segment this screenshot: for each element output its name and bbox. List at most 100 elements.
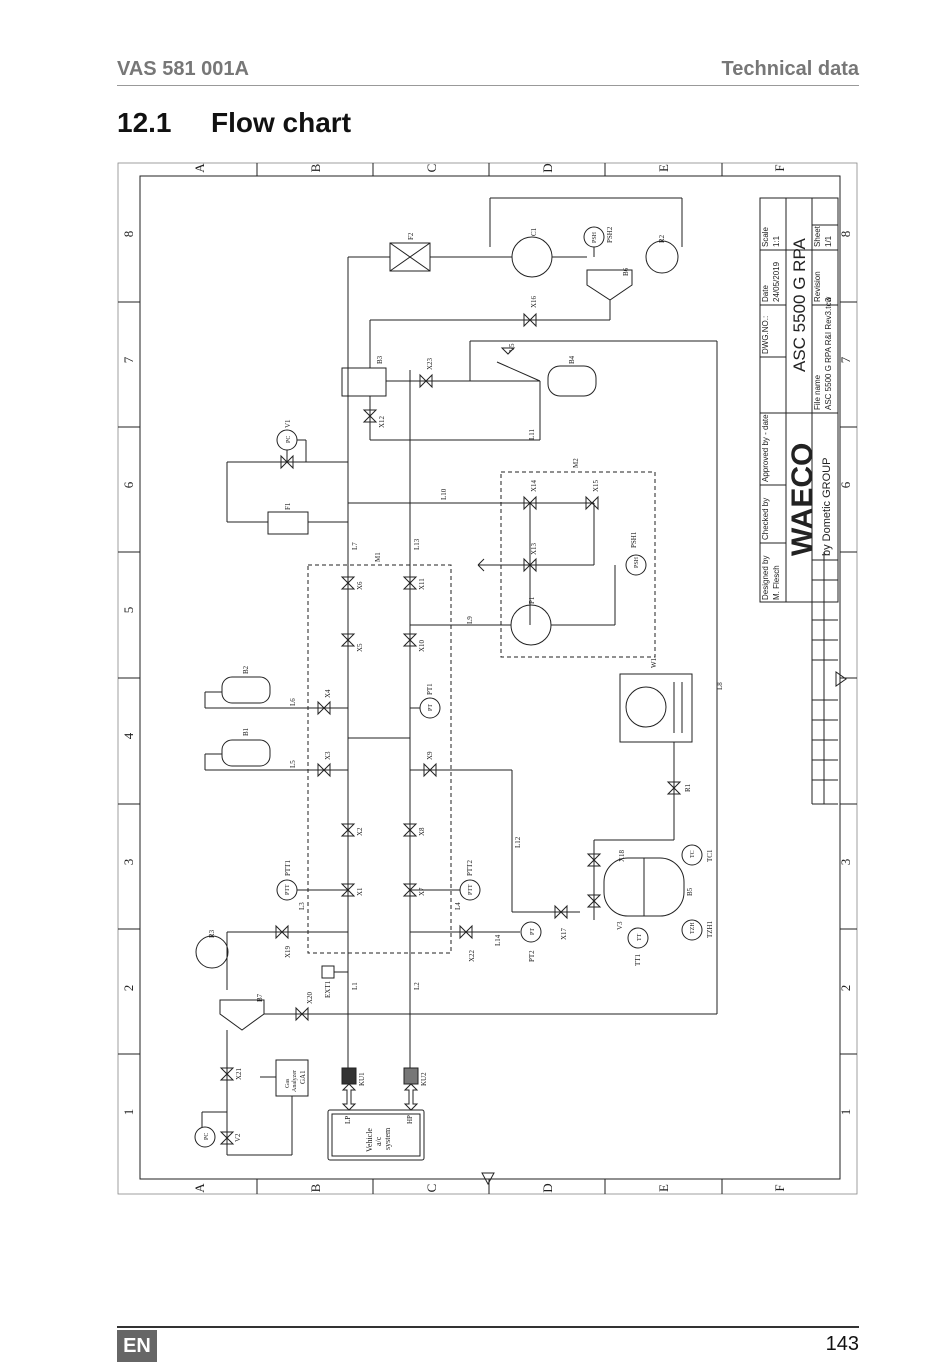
lbl-x1: X1 — [356, 887, 364, 896]
tb-scale-value: 1:1 — [772, 235, 781, 247]
c1-compressor — [511, 236, 553, 278]
b1-bottle — [221, 739, 271, 767]
lbl-b2: B2 — [242, 665, 250, 674]
grid-labels: A B C D E F A B C D E F 1 2 3 4 5 6 7 8 … — [121, 163, 853, 1193]
lbl-pt-2: PT — [530, 928, 536, 935]
grid-left-7: 7 — [121, 356, 136, 363]
lbl-tzh1: TZH1 — [706, 920, 714, 938]
grid-right-8: 8 — [838, 231, 853, 238]
lbl-l8: L8 — [716, 682, 724, 690]
lbl-tc: TC — [690, 850, 696, 858]
lbl-analyzer: Analyzer — [292, 1070, 298, 1092]
lbl-tc1: TC1 — [706, 849, 714, 862]
pc-controller-v2 — [194, 1126, 216, 1148]
lbl-ku2: KU2 — [420, 1072, 428, 1086]
lbl-v2: V2 — [234, 1133, 242, 1142]
lbl-x14: X14 — [530, 479, 538, 492]
lbl-psh1: PSH1 — [630, 531, 638, 548]
page-number: 143 — [825, 1333, 859, 1355]
lbl-p1: P1 — [528, 596, 536, 604]
ku2-coupling — [403, 1067, 419, 1085]
grid-left-1: 1 — [121, 1109, 136, 1116]
lbl-x12: X12 — [378, 415, 386, 428]
lbl-l13: L13 — [413, 538, 421, 550]
lbl-tzh: TZH — [690, 922, 696, 934]
lbl-ptt-1: PTT — [285, 884, 291, 895]
lbl-psh-2: PSH — [592, 231, 598, 243]
f1-filter — [267, 511, 309, 535]
b2-bottle — [221, 676, 271, 704]
lbl-x4: X4 — [324, 689, 332, 698]
lbl-tt: TT — [637, 933, 643, 941]
lbl-ptt2: PTT2 — [466, 860, 474, 876]
footer-rule — [117, 1326, 859, 1328]
lbl-x20: X20 — [306, 991, 314, 1004]
lbl-x3: X3 — [324, 751, 332, 760]
m1-module-box — [307, 564, 452, 954]
lbl-f2: F2 — [407, 232, 415, 240]
lbl-l4: L4 — [454, 902, 462, 910]
lbl-r1: R1 — [684, 783, 692, 792]
tb-drawing-title: ASC 5500 G RPA — [790, 237, 809, 372]
outer-frame — [117, 162, 858, 1195]
grid-top-c: C — [424, 164, 439, 173]
w1-heat-exchanger — [619, 673, 693, 743]
title-block-text: Designed by M. Flesch Checked by Approve… — [761, 225, 833, 600]
lbl-b6: B6 — [622, 267, 630, 276]
tb-date-label: Date — [761, 285, 770, 302]
language-badge: EN — [117, 1330, 157, 1362]
lbl-gas: Gas — [285, 1078, 291, 1088]
lbl-pc-v2: PC — [204, 1133, 210, 1140]
lbl-l1: L1 — [351, 982, 359, 990]
tb-checked-label: Checked by — [761, 498, 770, 540]
grid-top-f: F — [772, 164, 787, 171]
header-rule — [117, 85, 859, 86]
b3-separator — [341, 367, 387, 397]
grid-right-1: 1 — [838, 1109, 853, 1116]
grid-top-d: D — [540, 163, 555, 172]
grid-bot-e: E — [656, 1184, 671, 1192]
lbl-c1: C1 — [530, 227, 538, 236]
section-number: 12.1 — [117, 107, 172, 138]
p1-pump — [510, 604, 552, 646]
lbl-r3: R3 — [208, 929, 216, 938]
lbl-x6: X6 — [356, 581, 364, 590]
r3-reservoir — [195, 935, 229, 969]
lbl-x8: X8 — [418, 827, 426, 836]
component-labels: F2 C1 PSH PSH2 R2 B6 X16 B3 X23 V5 B4 X1… — [204, 226, 724, 1152]
grid-left-4: 4 — [121, 732, 136, 739]
tb-file-value: ASC 5500 G RPA R&I Rev3.tcw — [824, 297, 833, 410]
lbl-b3: B3 — [376, 355, 384, 364]
lbl-x16: X16 — [530, 295, 538, 308]
lbl-pt2: PT2 — [528, 950, 536, 962]
lbl-b1: B1 — [242, 727, 250, 736]
lbl-x7: X7 — [418, 887, 426, 896]
ext1-port — [321, 965, 335, 979]
lbl-ac: a/c — [374, 1136, 383, 1146]
tb-sheet-value: 1/1 — [824, 235, 833, 247]
psh1-switch — [625, 554, 647, 576]
grid-bot-b: B — [308, 1183, 323, 1192]
tb-revision-value: 3 — [824, 297, 833, 302]
lbl-x22: X22 — [468, 949, 476, 962]
grid-left-6: 6 — [121, 481, 136, 488]
tb-date-value: 24/05/2019 — [772, 261, 781, 302]
lbl-ptt1: PTT1 — [284, 860, 292, 876]
tb-designed-value: M. Flesch — [772, 565, 781, 600]
lbl-x11: X11 — [418, 578, 426, 590]
grid-right-3: 3 — [838, 859, 853, 866]
vehicle-ac-system — [327, 1109, 425, 1161]
grid-left-3: 3 — [121, 859, 136, 866]
lbl-b7: B7 — [256, 993, 264, 1002]
lbl-x23: X23 — [426, 357, 434, 370]
lbl-b5: B5 — [686, 887, 694, 896]
lbl-v5: V5 — [508, 343, 516, 352]
tb-designed-label: Designed by — [761, 556, 770, 600]
tc1-controller — [681, 844, 703, 866]
doc-id: VAS 581 001A — [117, 58, 249, 80]
lbl-x19: X19 — [284, 945, 292, 958]
lbl-tt1: TT1 — [634, 953, 642, 966]
lbl-x17: X17 — [560, 927, 568, 940]
lbl-l5: L5 — [289, 760, 297, 768]
